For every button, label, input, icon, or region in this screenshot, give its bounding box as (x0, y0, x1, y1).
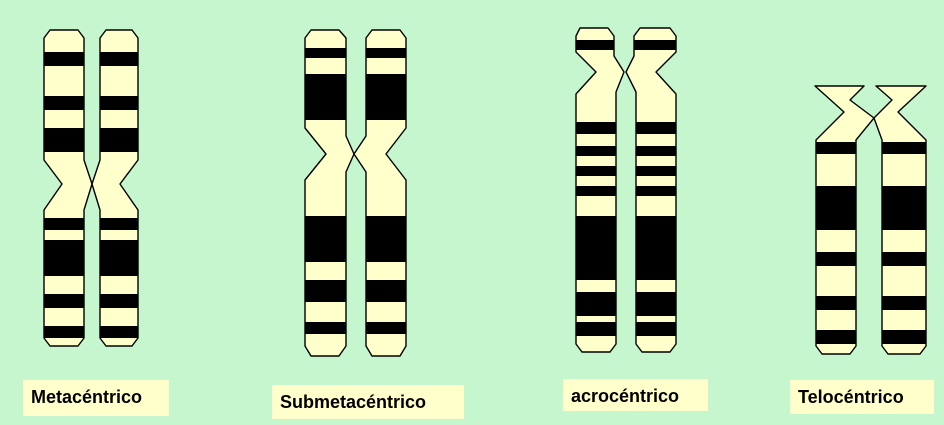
submetacentric-left-chromatid (304, 29, 355, 357)
chromosome-band (100, 218, 138, 230)
chromosome-band (44, 52, 84, 66)
acrocentric-chromosome (575, 27, 677, 353)
telocentric-left-chromatid (814, 85, 875, 355)
chromosome-band (816, 252, 856, 266)
chromosome-band (305, 280, 346, 302)
submetacentric-label: Submetacéntrico (272, 385, 464, 419)
chromosome-band (576, 146, 616, 156)
chromosome-band (100, 294, 138, 308)
chromosome-band (576, 292, 616, 316)
chromosome-band (44, 128, 84, 152)
chromosome-band (816, 296, 856, 310)
chromosome-band (576, 322, 616, 336)
metacentric-right-chromatid (91, 29, 139, 347)
telocentric-chromosome (814, 85, 927, 355)
chromosome-band (636, 186, 676, 196)
acrocentric-right-chromatid (625, 27, 677, 353)
chromosome-band (882, 252, 926, 266)
chromosome-band (305, 322, 346, 334)
chromosome-band (576, 122, 616, 134)
chromosome-band (576, 186, 616, 196)
chromosome-band (636, 322, 676, 336)
chromosome-band (636, 122, 676, 134)
chromosome-band (44, 96, 84, 110)
chromosome-band (305, 48, 346, 58)
chromosome-band (44, 294, 84, 308)
chromosome-band (634, 40, 676, 50)
chromosome-band (576, 166, 616, 176)
chromosome-band (305, 74, 346, 120)
chromosome-band (636, 292, 676, 316)
metacentric-left-chromatid (43, 29, 93, 347)
chromosome-band (882, 142, 926, 154)
chromosome-band (576, 216, 616, 280)
chromosome-band (366, 48, 406, 58)
chromosome-band (366, 322, 406, 334)
telocentric-label: Telocéntrico (790, 380, 934, 414)
chromosome-band (44, 326, 84, 338)
chromosome-band (882, 296, 926, 310)
chromosome-band (576, 40, 614, 50)
chromosome-band (100, 96, 138, 110)
acrocentric-left-chromatid (575, 27, 625, 353)
chromosome-band (636, 166, 676, 176)
chromosome-band (366, 216, 406, 262)
chromosome-band (305, 216, 346, 262)
chromosome-band (100, 52, 138, 66)
chromosome-band (100, 326, 138, 338)
chromosome-band (366, 74, 406, 120)
metacentric-chromosome (43, 29, 139, 347)
chromosome-band (816, 186, 856, 230)
acrocentric-label: acrocéntrico (563, 379, 708, 411)
telocentric-right-chromatid (873, 85, 927, 355)
chromosome-band (636, 216, 676, 280)
chromosome-band (816, 142, 856, 154)
chromosome-band (44, 218, 84, 230)
chromosome-band (366, 280, 406, 302)
chromosome-band (882, 186, 926, 230)
submetacentric-chromosome (304, 29, 407, 357)
chromosome-band (100, 240, 138, 276)
submetacentric-right-chromatid (353, 29, 407, 357)
chromosome-band (636, 146, 676, 156)
chromosome-band (816, 330, 856, 344)
chromosome-band (100, 128, 138, 152)
metacentric-label: Metacéntrico (23, 380, 169, 416)
chromosome-band (882, 330, 926, 344)
chromosome-band (44, 240, 84, 276)
